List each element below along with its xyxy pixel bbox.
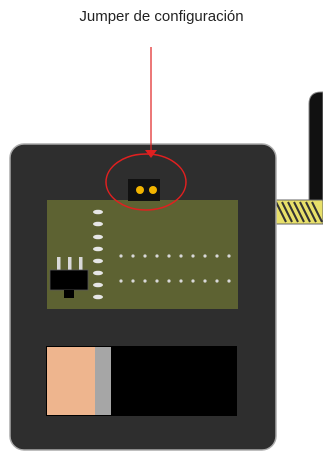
antenna-body [308, 91, 323, 211]
pcb-pad-column [93, 209, 103, 300]
antenna [271, 91, 323, 225]
battery-contact [47, 347, 95, 415]
connector-pin [79, 257, 83, 273]
three-pin-connector [49, 257, 89, 298]
jumper-callout-label: Jumper de configuración [79, 8, 244, 25]
connector-body [49, 269, 89, 291]
jumper-pin [136, 186, 144, 194]
connector-pin [57, 257, 61, 273]
pcb-board [47, 200, 238, 309]
jumper-pin [149, 186, 157, 194]
antenna-thread-stripes [275, 201, 323, 223]
battery [46, 346, 237, 416]
pcb-dot-row-bottom [119, 279, 231, 283]
configuration-jumper [128, 179, 160, 201]
battery-separator [95, 347, 111, 415]
connector-pin [68, 257, 72, 273]
pcb-dot-row-top [119, 254, 231, 258]
callout-highlight-circle [105, 153, 187, 211]
connector-tab [64, 290, 74, 298]
